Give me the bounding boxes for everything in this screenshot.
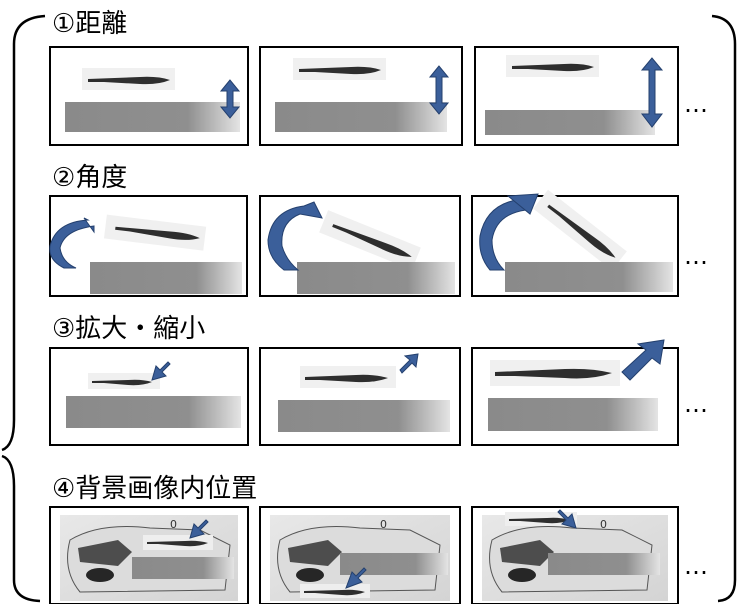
- scale-panel-1: [49, 347, 249, 446]
- rotate-arrow-icon: [267, 201, 323, 271]
- angle-panel-3: [471, 189, 679, 297]
- rotate-arrow-icon: [479, 195, 533, 271]
- position-panel-1: 0: [49, 506, 249, 605]
- move-arrow-icon: [557, 509, 577, 529]
- continuation-ellipsis: …: [684, 90, 710, 118]
- vertical-arrow-icon: [640, 57, 664, 128]
- continuation-ellipsis: …: [684, 390, 710, 418]
- svg-text:0: 0: [600, 518, 607, 531]
- distance-panel-2: [259, 46, 463, 146]
- rotate-arrow-icon: [49, 217, 95, 269]
- section-label-scale: ③拡大・縮小: [52, 314, 206, 344]
- svg-text:0: 0: [380, 518, 387, 531]
- svg-text:0: 0: [170, 518, 177, 531]
- left-brace-lower: [1, 454, 41, 603]
- continuation-ellipsis: …: [684, 242, 710, 270]
- section-label-angle: ②角度: [52, 163, 128, 193]
- position-panel-2: 0: [259, 506, 461, 605]
- vertical-arrow-icon: [428, 65, 450, 115]
- vertical-arrow-icon: [219, 79, 241, 119]
- section-label-distance: ①距離: [52, 9, 128, 39]
- left-brace-upper: [1, 14, 46, 452]
- scale-panel-3: [471, 339, 679, 446]
- scale-panel-2: [259, 347, 461, 446]
- angle-panel-2: [259, 195, 461, 297]
- enlarge-arrow-icon: [399, 353, 419, 374]
- enlarge-arrow-icon: [621, 339, 665, 381]
- move-arrow-icon: [345, 567, 367, 589]
- position-panel-3: 0: [471, 506, 679, 605]
- distance-panel-3: [474, 46, 679, 146]
- shrink-arrow-icon: [151, 361, 171, 381]
- continuation-ellipsis: …: [684, 552, 710, 580]
- angle-panel-1: [49, 195, 248, 297]
- right-brace: [711, 14, 737, 603]
- section-label-position: ④背景画像内位置: [52, 474, 258, 504]
- distance-panel-1: [49, 46, 249, 146]
- move-arrow-icon: [189, 519, 209, 539]
